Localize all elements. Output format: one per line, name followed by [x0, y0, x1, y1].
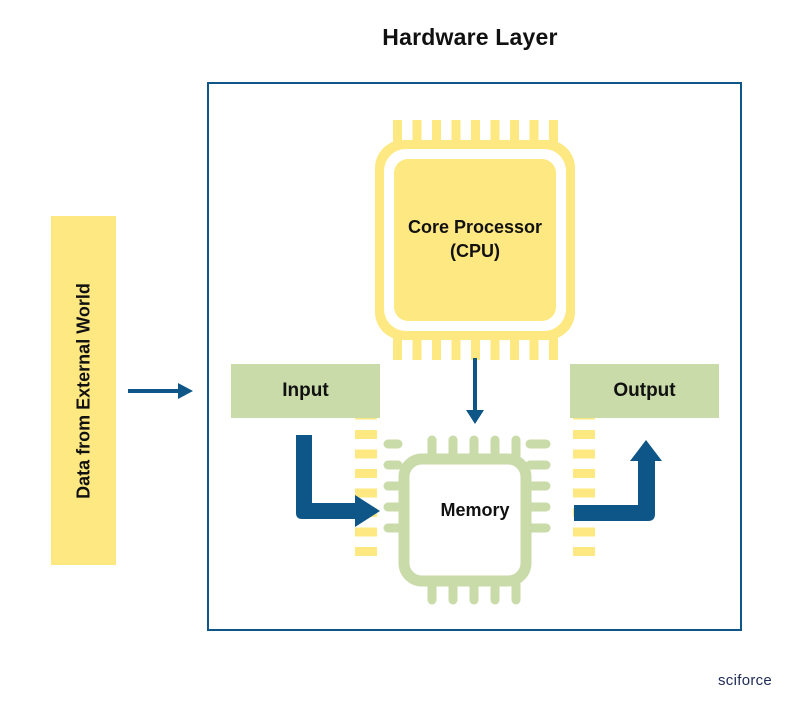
- cpu-pin: [529, 120, 539, 142]
- cpu-pin: [510, 120, 519, 142]
- cpu-pin: [529, 338, 539, 360]
- cpu-pin: [412, 338, 422, 360]
- cpu-pin: [355, 449, 377, 459]
- external-to-input-arrow: [128, 383, 193, 399]
- cpu-pin: [355, 527, 377, 537]
- memory-to-output-arrow: [574, 440, 662, 521]
- input-to-memory-arrow: [296, 435, 380, 527]
- output-label: Output: [613, 380, 676, 401]
- cpu-pin: [355, 547, 377, 556]
- cpu-core: [394, 159, 556, 321]
- cpu-pin: [355, 488, 377, 498]
- cpu-pin: [432, 338, 441, 360]
- cpu-pin: [549, 120, 558, 142]
- output-box: Output: [570, 364, 719, 418]
- cpu-pin: [393, 120, 402, 142]
- hardware-layer-frame: [207, 82, 742, 631]
- cpu-pin: [451, 120, 461, 142]
- cpu-pin: [573, 449, 595, 459]
- cpu-pin: [355, 469, 377, 478]
- memory-label: Memory: [440, 500, 510, 520]
- cpu-pin: [549, 338, 558, 360]
- sciforce-logo: sciforce: [718, 672, 773, 689]
- cpu-pin: [412, 120, 422, 142]
- external-world-label: Data from External World: [73, 282, 93, 499]
- cpu-label-line1: Core Processor: [407, 217, 543, 237]
- external-world-box: Data from External World: [51, 216, 116, 565]
- cpu-pin: [355, 430, 377, 439]
- cpu-label-line2: (CPU): [450, 241, 500, 261]
- cpu-pin: [490, 338, 500, 360]
- cpu-pin: [432, 120, 441, 142]
- cpu-label: Core Processor (CPU): [392, 215, 558, 263]
- cpu-to-memory-arrow: [466, 358, 484, 424]
- cpu-pin: [471, 120, 480, 142]
- input-box: Input: [231, 364, 380, 418]
- cpu-pin: [490, 120, 500, 142]
- cpu-pin: [573, 488, 595, 498]
- cpu-pin: [471, 338, 480, 360]
- diagram-title: Hardware Layer: [382, 24, 558, 50]
- cpu-pin: [451, 338, 461, 360]
- cpu-pin: [573, 430, 595, 439]
- memory-pins: [383, 435, 551, 605]
- cpu-pin: [573, 469, 595, 478]
- cpu-pin: [573, 547, 595, 556]
- input-label: Input: [282, 380, 329, 401]
- cpu-pin: [510, 338, 519, 360]
- cpu-pin: [393, 338, 402, 360]
- cpu-pin: [573, 527, 595, 537]
- memory-body: [398, 453, 532, 587]
